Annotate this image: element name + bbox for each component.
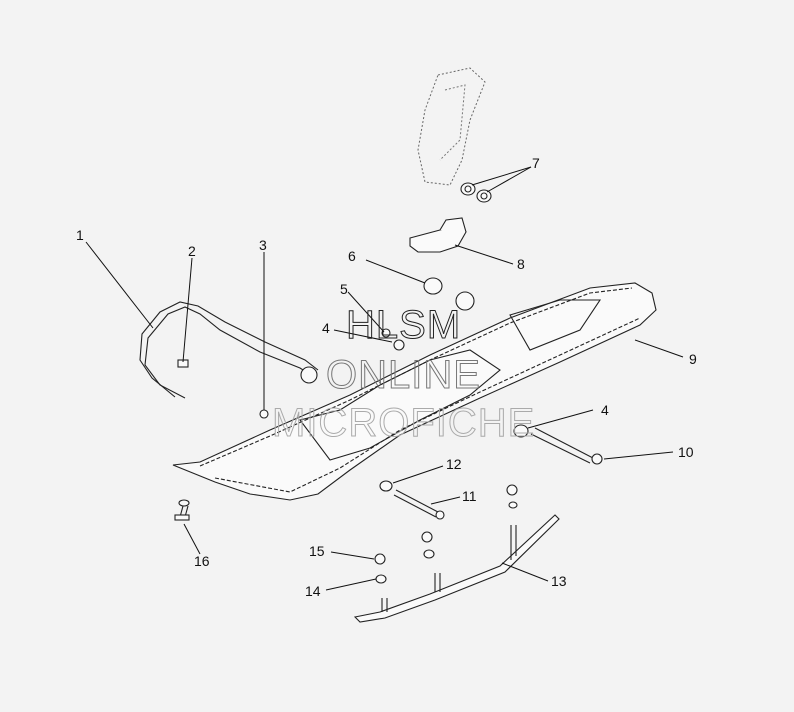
callout-4-left: 4 xyxy=(322,320,330,336)
callout-16: 16 xyxy=(194,553,210,569)
watermark: HLSM ONLINE MICROFICHE xyxy=(272,303,535,446)
spindle-bracket xyxy=(409,217,467,253)
callout-13: 13 xyxy=(551,573,567,589)
wear-bar xyxy=(353,514,560,623)
ski-body xyxy=(172,282,657,501)
callout-2: 2 xyxy=(188,243,196,259)
pin xyxy=(174,499,190,521)
watermark-line3: MICROFICHE xyxy=(272,401,535,445)
spindle-ghost xyxy=(417,67,486,186)
watermark-line1: HLSM xyxy=(346,303,461,347)
ski-bolt xyxy=(393,489,445,520)
callout-9: 9 xyxy=(689,351,697,367)
ski-handle xyxy=(139,301,319,399)
callout-12: 12 xyxy=(446,456,462,472)
callout-3: 3 xyxy=(259,237,267,253)
callout-4-right: 4 xyxy=(601,402,609,418)
callout-5: 5 xyxy=(340,281,348,297)
spindle-bolt xyxy=(530,427,603,465)
washer-upper xyxy=(393,339,405,351)
leader-lines xyxy=(85,166,684,591)
bushings xyxy=(460,182,492,203)
watermark-line2: ONLINE xyxy=(326,353,481,397)
bracket-nut xyxy=(259,409,269,419)
callout-11: 11 xyxy=(462,488,477,504)
bolt-washer xyxy=(379,480,393,492)
callout-1: 1 xyxy=(76,227,84,243)
callout-8: 8 xyxy=(517,256,525,272)
callout-15: 15 xyxy=(309,543,325,559)
callout-6: 6 xyxy=(348,248,356,264)
washer-right xyxy=(513,424,529,438)
callout-10: 10 xyxy=(678,444,694,460)
callout-7: 7 xyxy=(532,155,540,171)
callouts: 1 2 3 4 4 5 6 7 8 9 10 11 12 13 14 15 16 xyxy=(76,155,697,599)
bumper xyxy=(423,277,443,295)
washer-left xyxy=(381,328,391,338)
wear-bar-nuts xyxy=(374,484,518,584)
callout-14: 14 xyxy=(305,583,321,599)
